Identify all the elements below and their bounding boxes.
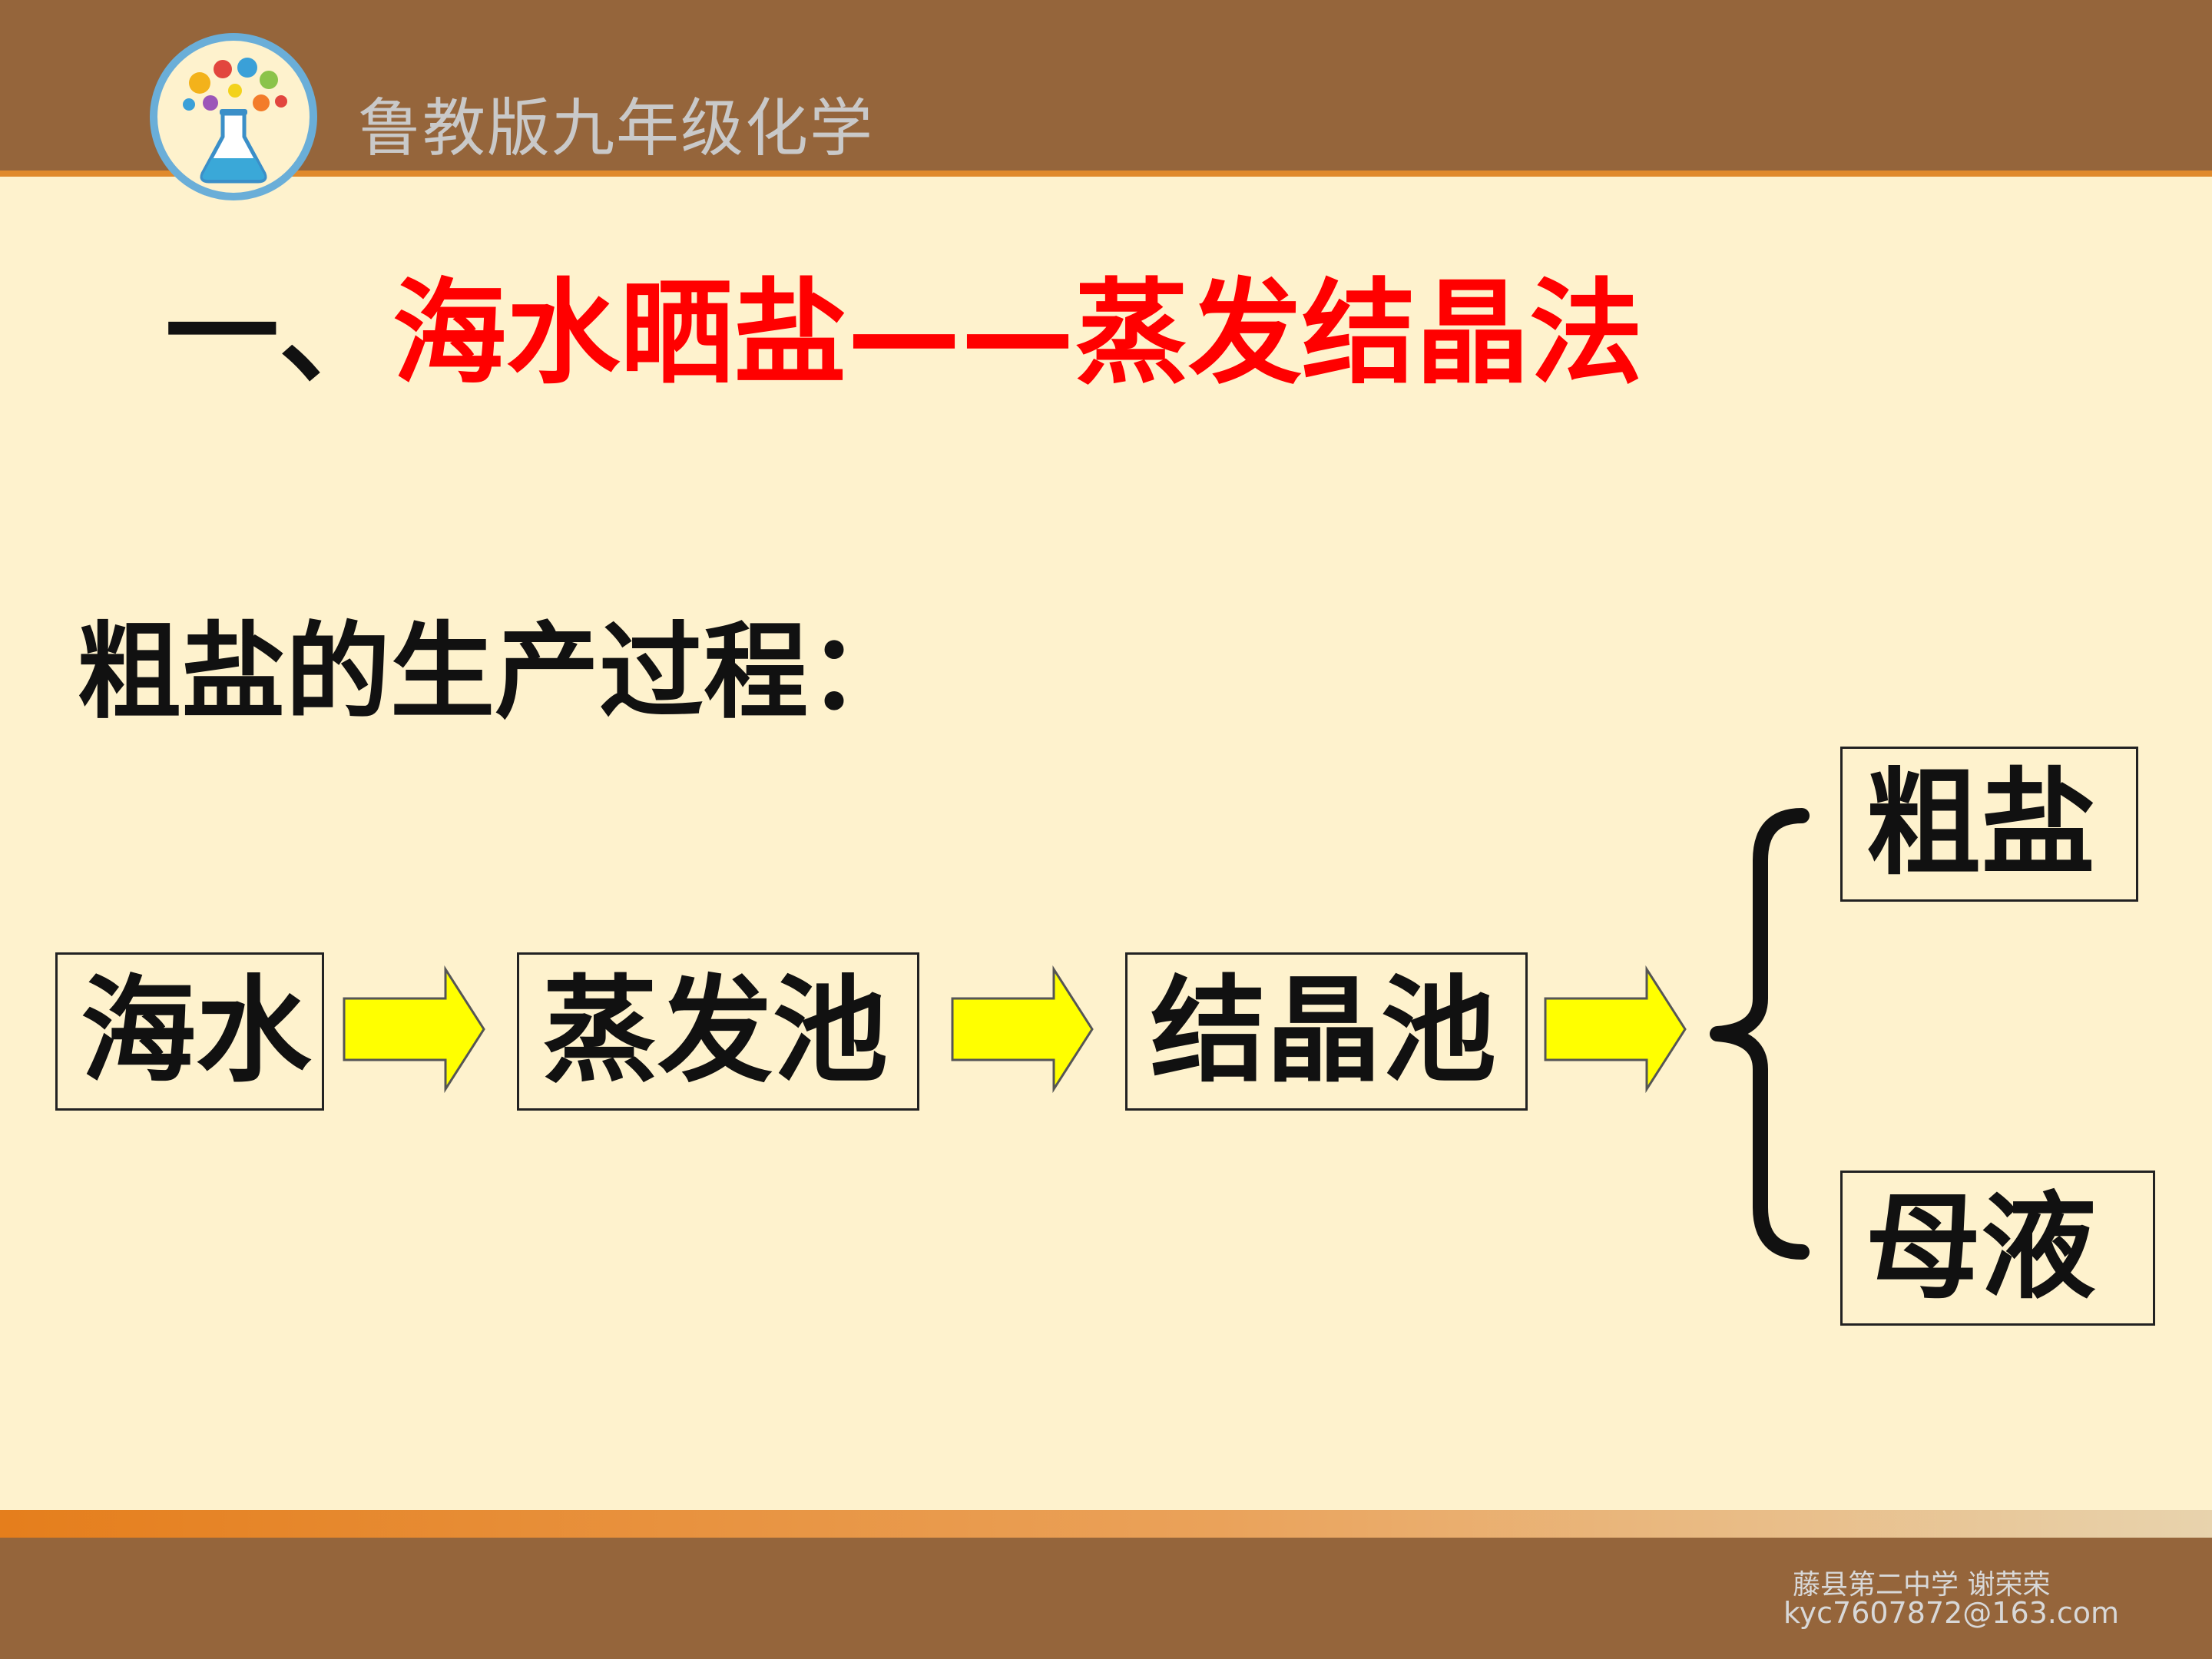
flow-output-crude-salt: 粗盐 [1840, 747, 2138, 902]
footer-bar [0, 1538, 2212, 1659]
flow-output-mother-liquor: 母液 [1840, 1171, 2155, 1326]
header-bar [0, 0, 2212, 171]
flow-step-label: 海水 [81, 965, 312, 1098]
flow-step-evaporation-pond: 蒸发池 [517, 952, 919, 1111]
flow-arrow-icon [951, 965, 1094, 1094]
slide-title-highlight: 海水晒盐——蒸发结晶法 [392, 267, 1643, 399]
flow-step-seawater: 海水 [55, 952, 324, 1111]
slide-subtitle: 粗盐的生产过程： [77, 612, 912, 733]
flow-arrow-icon [343, 965, 485, 1094]
slide-title-prefix: 一、 [165, 267, 392, 399]
flow-arrow-icon [1544, 965, 1687, 1094]
flow-output-label: 粗盐 [1866, 757, 2097, 891]
slide-title: 一、海水晒盐——蒸发结晶法 [165, 276, 1643, 390]
flow-step-label: 蒸发池 [542, 965, 889, 1098]
flow-step-crystallization-pond: 结晶池 [1125, 952, 1528, 1111]
header-accent-line [0, 171, 2212, 177]
footer-author: 藤县第二中学 谢荣荣 [1793, 1569, 2051, 1601]
flow-output-label: 母液 [1866, 1181, 2097, 1315]
footer-email: kyc7607872@163.com [1783, 1596, 2120, 1630]
header-title: 鲁教版九年级化学 [358, 92, 875, 165]
footer-accent-stripe [0, 1510, 2212, 1538]
flow-step-label: 结晶池 [1151, 965, 1497, 1098]
brace-icon [1710, 808, 1810, 1260]
chemistry-flask-logo-icon [150, 33, 317, 200]
